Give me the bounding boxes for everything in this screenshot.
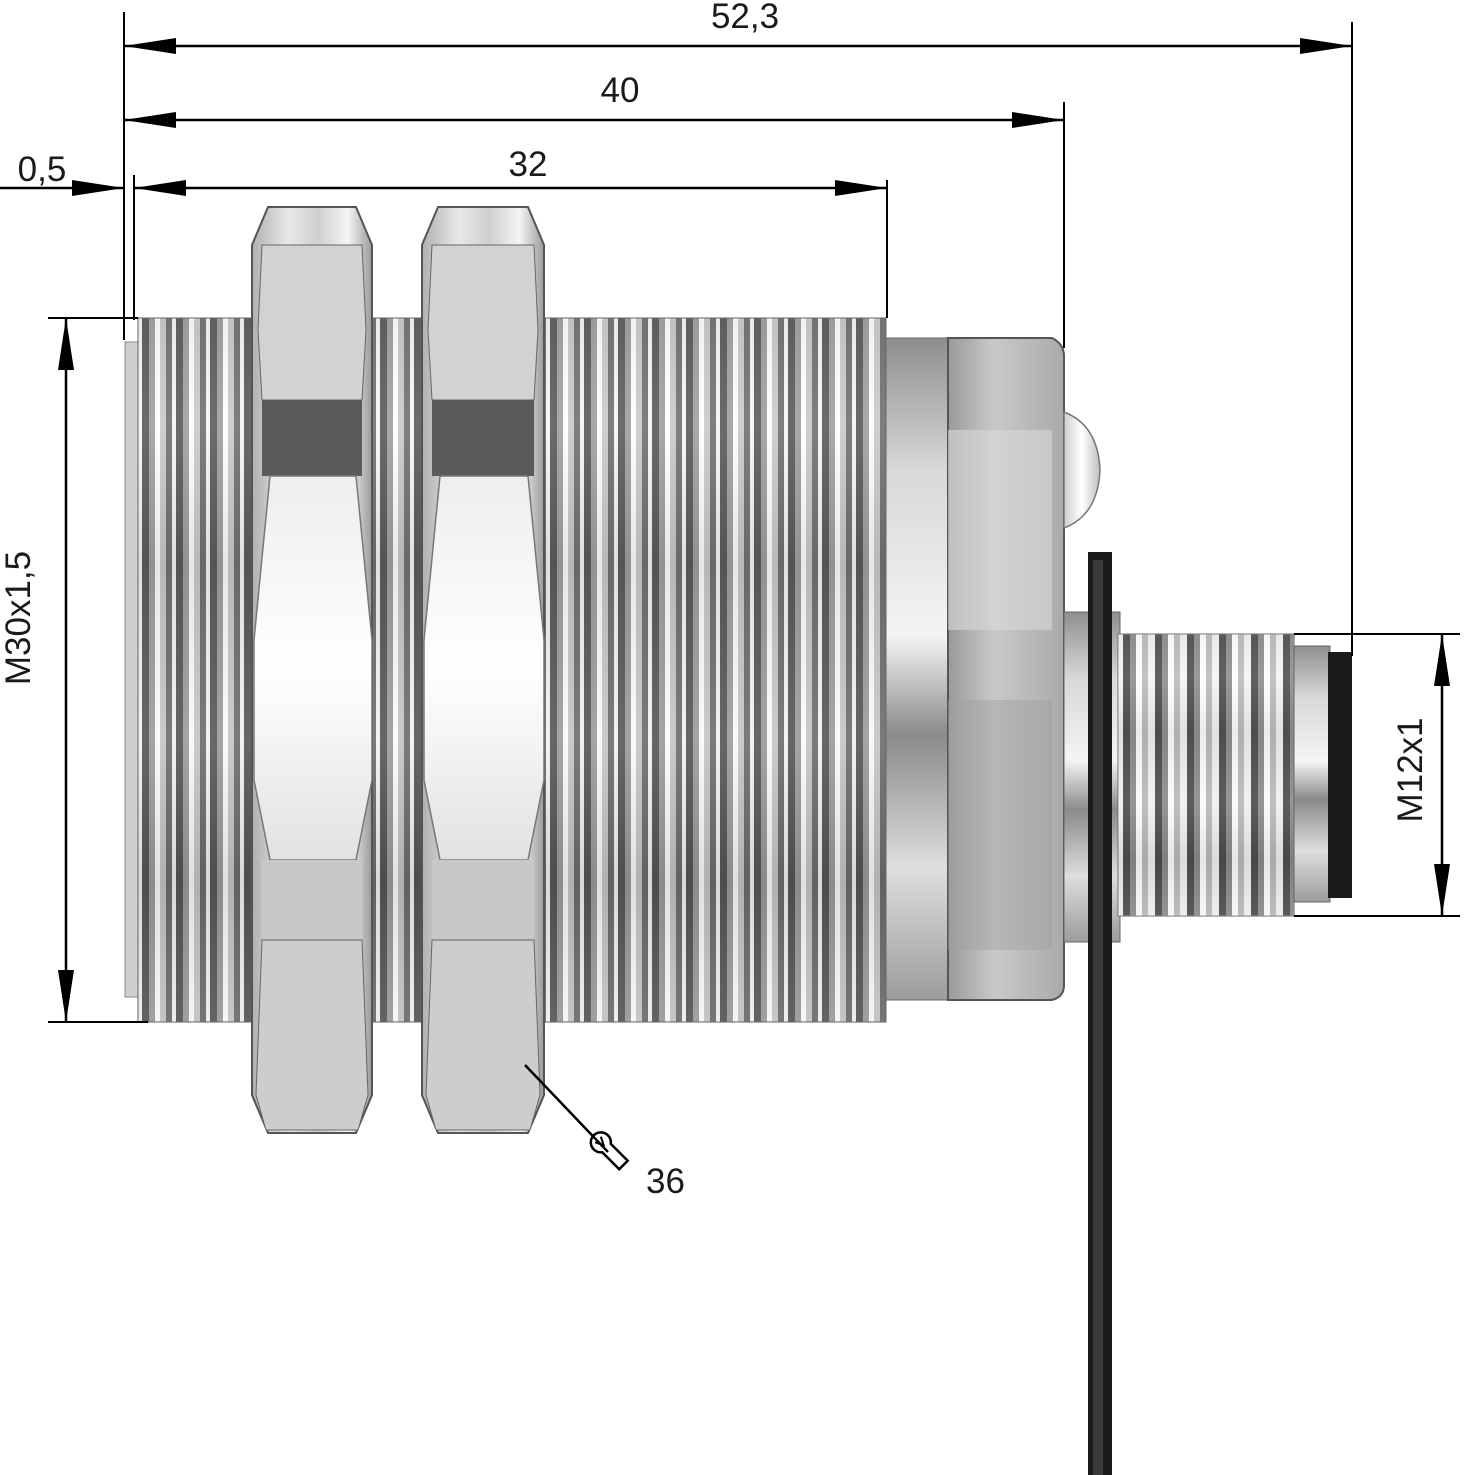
offset-label: 0,5 [18,150,67,189]
rear-cap [947,337,1065,1001]
body-length-label: 40 [601,71,640,110]
connector-thread [1117,633,1352,917]
rear-collar [885,337,949,1001]
dimension-body-length: 40 [124,71,1064,128]
body-thread-label: M30x1,5 [0,551,38,685]
dimension-body-thread: M30x1,5 [0,318,74,1022]
wrench-size-label: 36 [646,1162,685,1201]
wrench-size-callout: 36 [524,1064,685,1201]
led-indicator [1063,410,1101,530]
dimension-offset: 0,5 [0,150,124,196]
wrench-icon [589,1131,630,1171]
dimension-thread-length: 32 [134,145,887,196]
dimension-connector-thread: M12x1 [1391,634,1450,916]
hex-nut-2 [421,206,545,1134]
mounting-plate [1088,552,1112,1475]
dimension-overall-length: 52,3 [124,0,1352,54]
hex-nut-1 [251,206,373,1134]
overall-length-label: 52,3 [711,0,779,36]
extension-lines [48,12,1460,1023]
thread-length-label: 32 [509,145,548,184]
connector-thread-label: M12x1 [1391,717,1430,822]
